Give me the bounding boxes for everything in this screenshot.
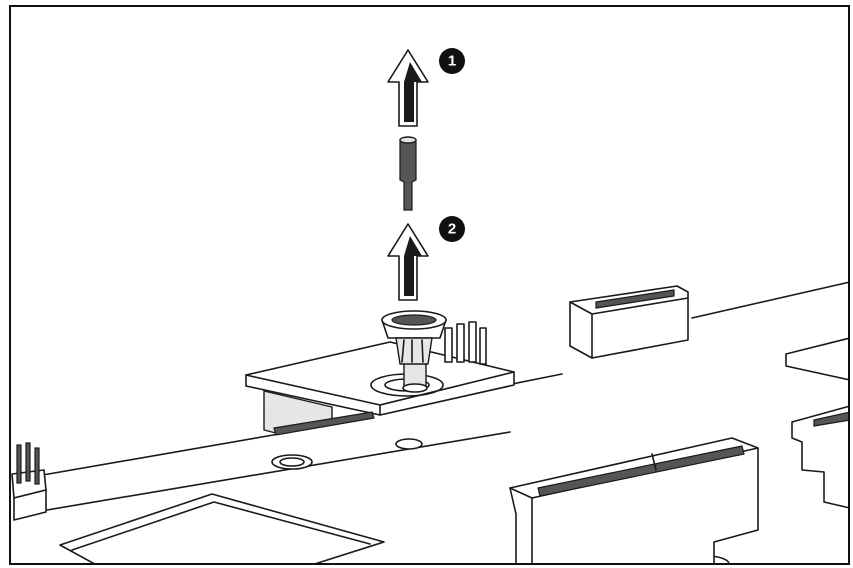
illustration-frame: 1 2 (9, 5, 850, 565)
step-number-1: 1 (448, 53, 456, 70)
pin-header-center (444, 321, 487, 365)
pin-header-left (11, 442, 47, 521)
step-badge-2: 2 (439, 216, 465, 242)
hardware-removal-diagram: 1 2 (11, 48, 848, 563)
pcie-slot (509, 437, 759, 563)
step-number-2: 2 (448, 221, 456, 238)
arrow-up-step-2 (387, 223, 429, 301)
chip-package (59, 493, 385, 563)
arrow-up-step-1 (387, 49, 429, 127)
board-connector (569, 285, 689, 359)
guide-pin (399, 136, 417, 211)
right-components (785, 337, 848, 509)
standoff (381, 310, 447, 393)
step-badge-1: 1 (439, 48, 465, 74)
